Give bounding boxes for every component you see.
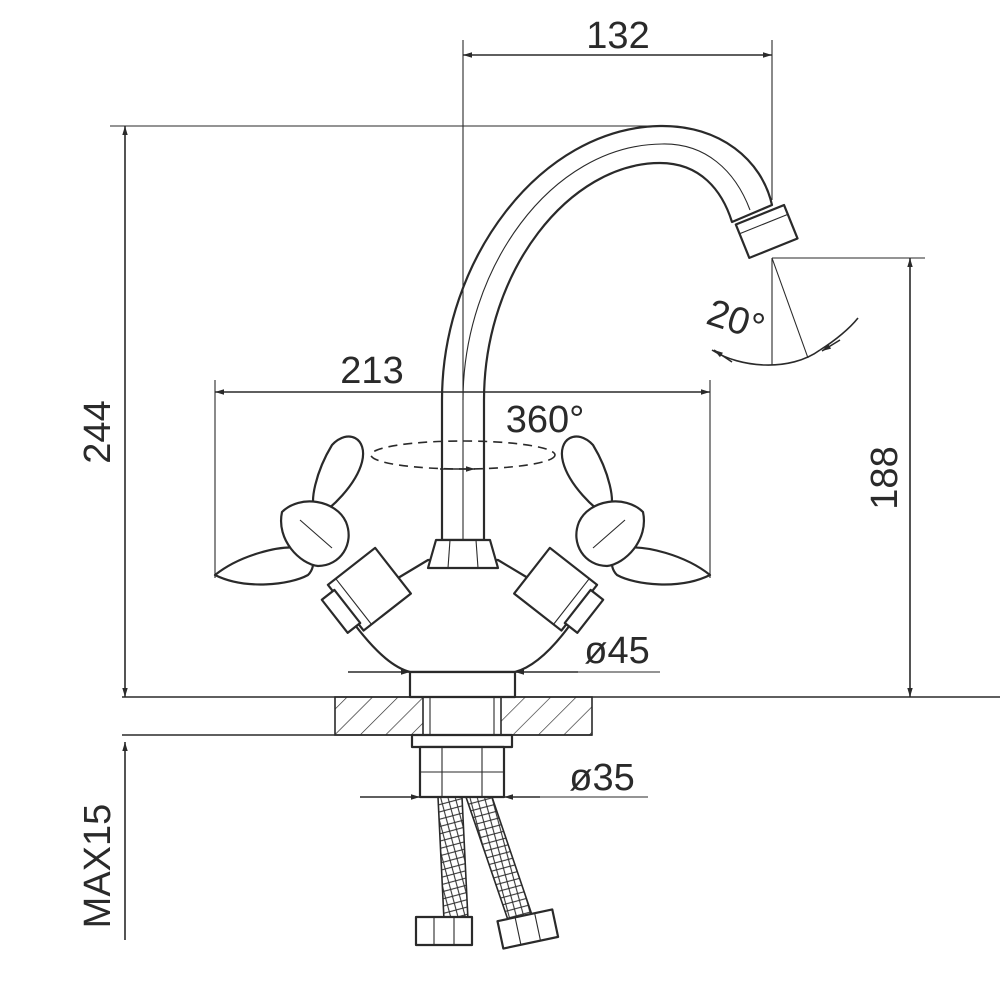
total-height-label: 244 — [77, 400, 119, 463]
countertop — [122, 696, 1000, 736]
dim-handle-span: 213 — [214, 350, 711, 578]
max-thickness-label: MAX15 — [77, 804, 119, 929]
base-diameter-label: ø45 — [584, 630, 649, 672]
spout-reach-label: 132 — [586, 15, 649, 57]
handle-span-label: 213 — [340, 350, 403, 392]
mounting-assembly — [410, 733, 560, 950]
right-handle — [513, 435, 712, 634]
spout-angle-label: 20° — [702, 292, 770, 350]
dim-mount-diameter: ø35 — [360, 757, 648, 800]
dim-outlet-height: 188 — [772, 257, 925, 697]
dim-total-height: 244 — [77, 125, 660, 697]
dim-spout-reach: 132 — [462, 15, 773, 400]
outlet-height-label: 188 — [864, 446, 906, 509]
spout-angle-indicator: 20° — [702, 257, 859, 366]
left-handle — [213, 435, 412, 634]
spout — [440, 124, 799, 542]
mount-diameter-label: ø35 — [569, 757, 634, 799]
rotation-label: 360° — [506, 399, 585, 441]
dim-base-diameter: ø45 — [348, 630, 660, 675]
dim-max-thickness: MAX15 — [77, 742, 128, 940]
rotation-indicator: 360° — [370, 399, 585, 472]
faucet-body — [353, 538, 572, 699]
